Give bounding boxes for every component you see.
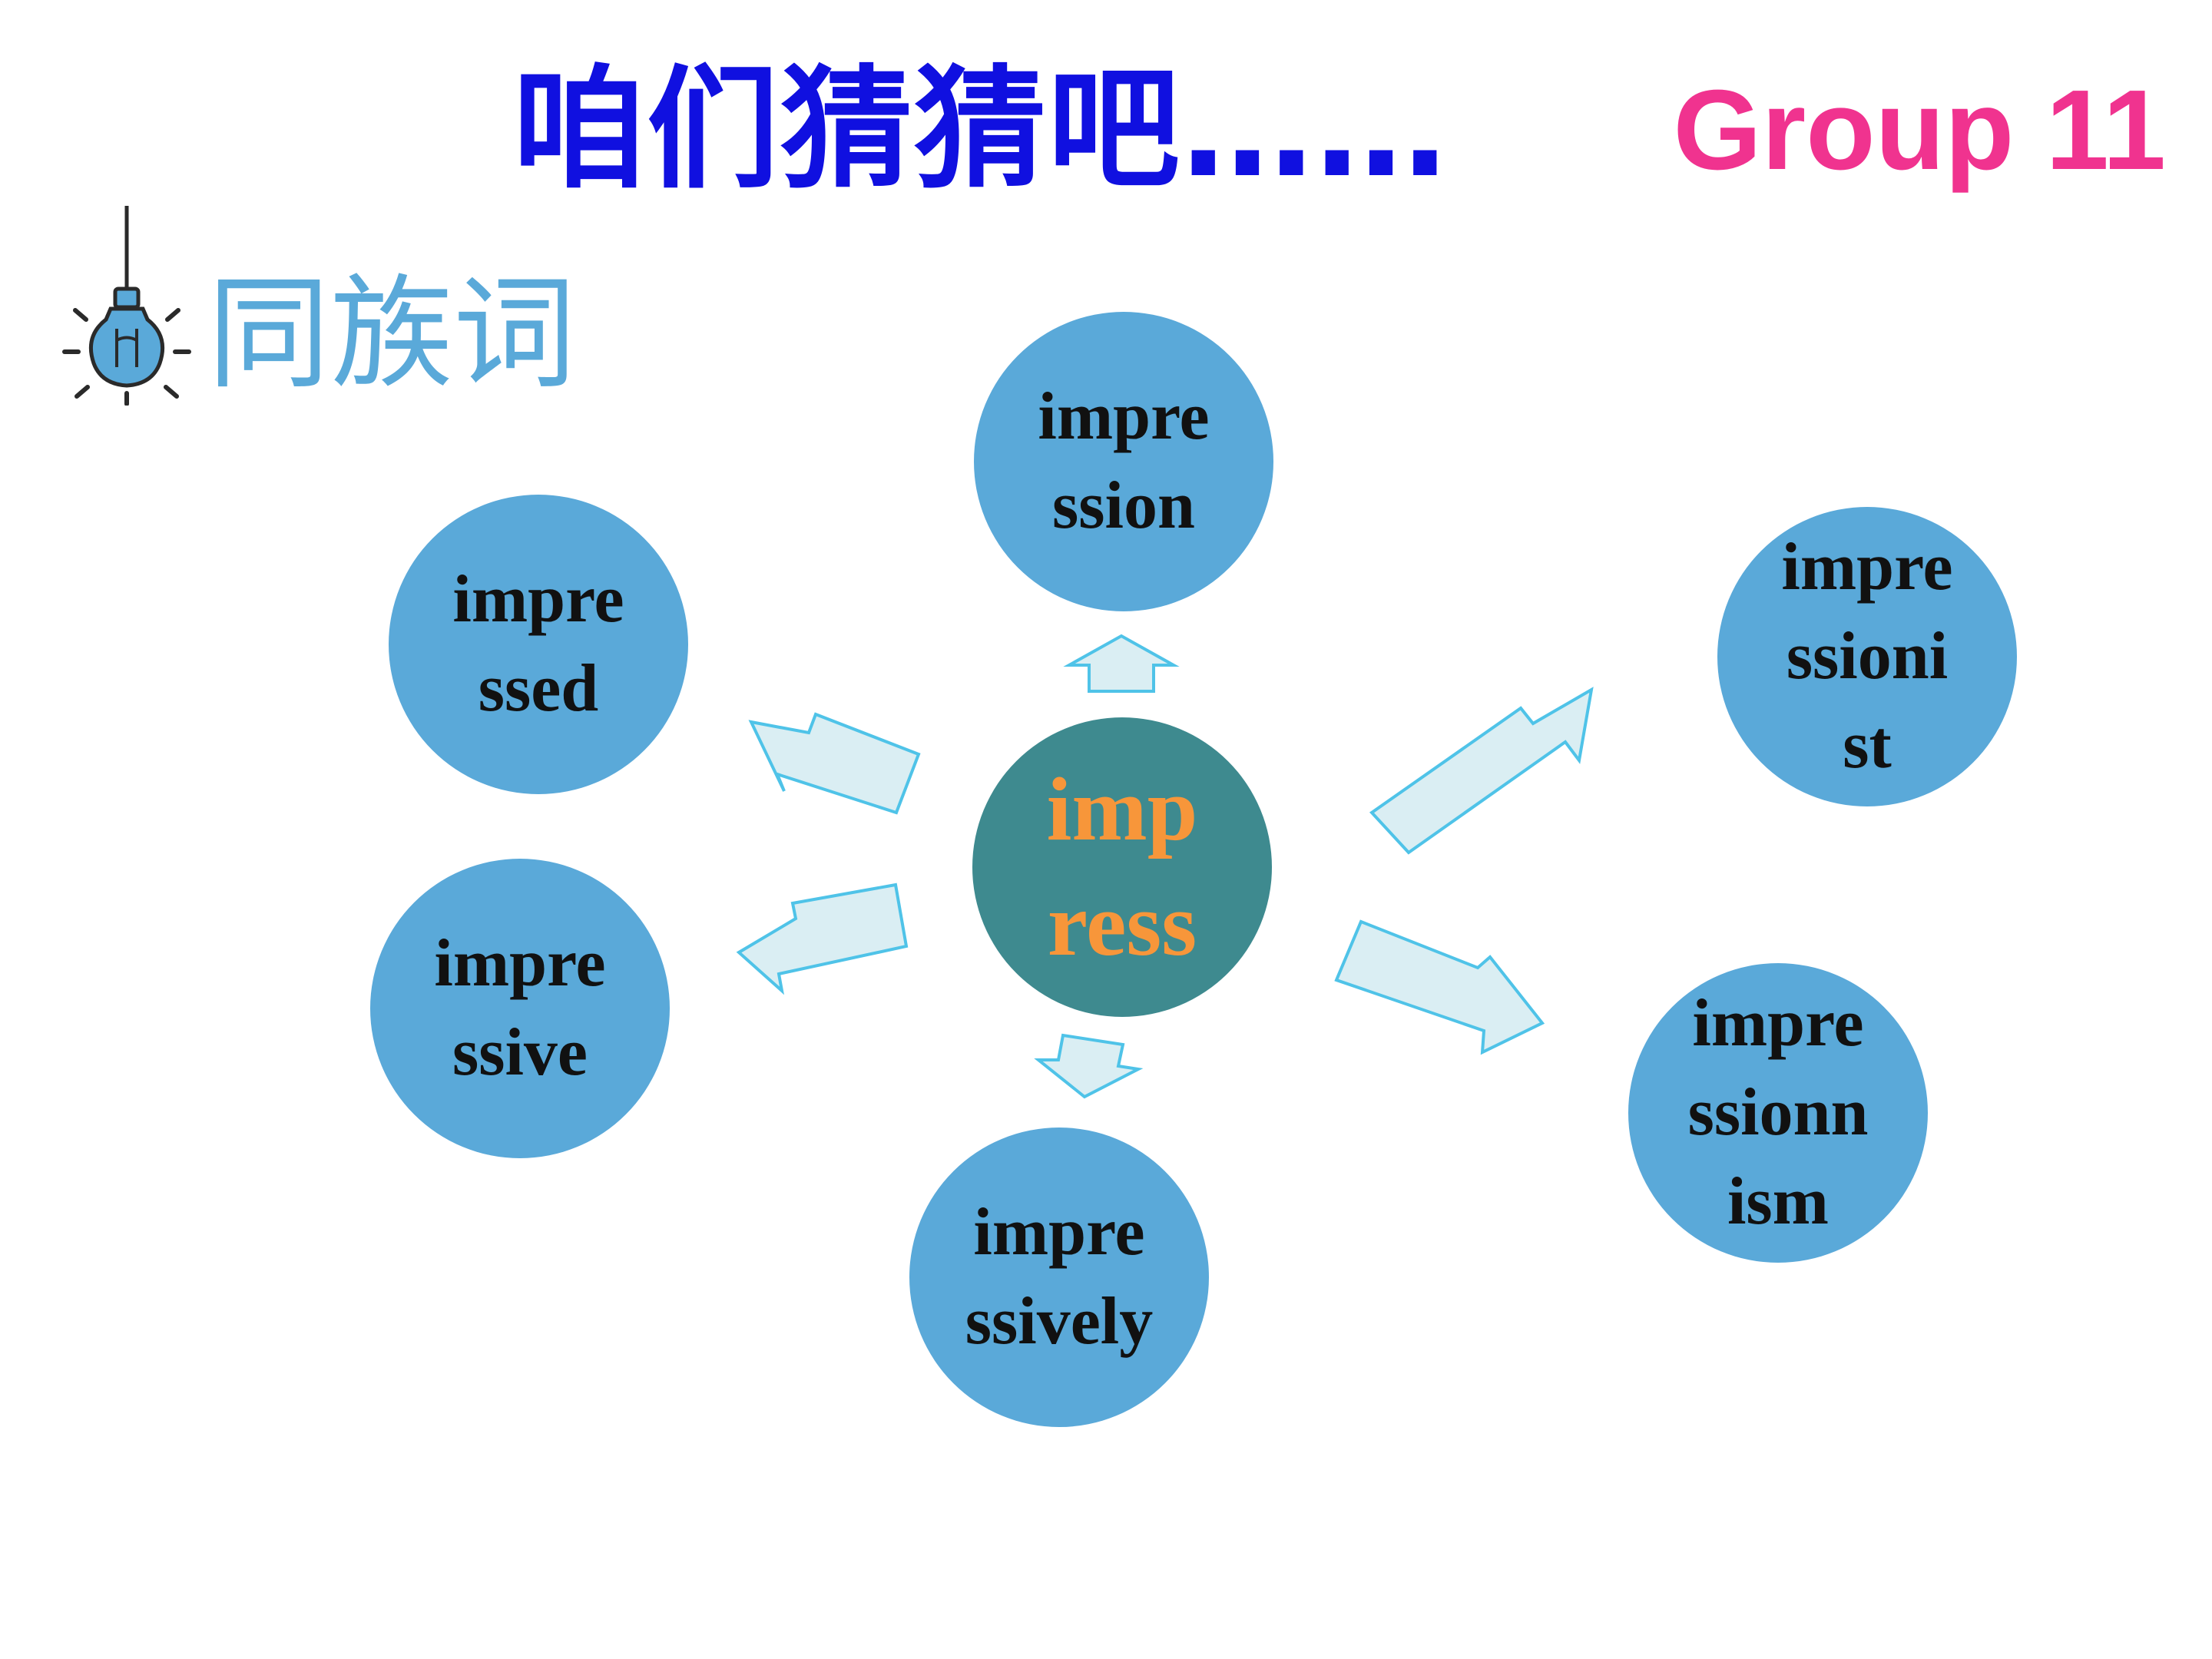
- arrow-down: [1034, 1033, 1144, 1099]
- slide-title: 咱们猜猜吧……: [513, 52, 1449, 207]
- center-node-impress: imp ress: [972, 717, 1272, 1017]
- center-node-label: imp ress: [1046, 759, 1198, 975]
- group-label: Group 11: [1673, 67, 2166, 194]
- lightbulb-icon: [62, 206, 191, 406]
- node-label: impre ssive: [434, 926, 606, 1090]
- node-impressionnism: impre ssionn ism: [1628, 963, 1928, 1263]
- node-impressionist: impre ssioni st: [1717, 507, 2017, 806]
- node-label: impre ssed: [452, 562, 624, 726]
- node-impressively: impre ssively: [909, 1128, 1209, 1427]
- section-heading: 同族词: [207, 262, 577, 406]
- node-impressed: impre ssed: [389, 495, 688, 794]
- node-label: impre ssioni st: [1781, 530, 1953, 783]
- node-impression: impre ssion: [974, 312, 1273, 611]
- arrow-upper-right: [1369, 687, 1594, 855]
- arrow-lower-left: [736, 882, 909, 995]
- arrow-up: [1063, 634, 1180, 693]
- node-label: impre ssion: [1038, 379, 1210, 543]
- node-label: impre ssively: [965, 1195, 1154, 1359]
- arrow-upper-left: [748, 712, 921, 815]
- arrow-lower-right: [1334, 919, 1545, 1055]
- node-label: impre ssionn ism: [1687, 986, 1869, 1239]
- node-impressive: impre ssive: [370, 859, 670, 1158]
